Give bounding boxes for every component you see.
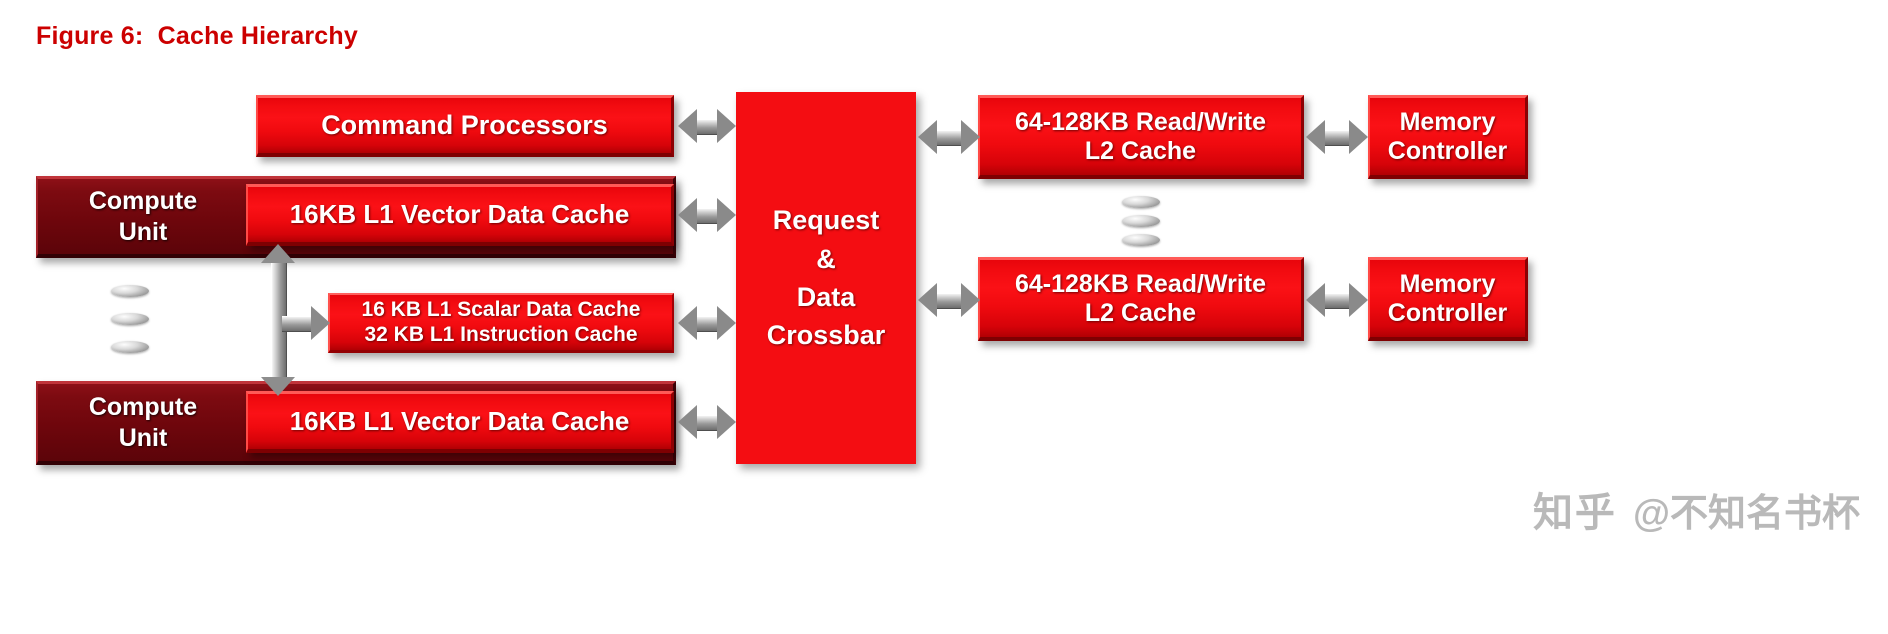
- connector-crossbar-to-l2-top: [918, 120, 980, 154]
- connector-l2-top-to-memory-controller-top: [1306, 120, 1368, 154]
- arrow-shaft: [931, 130, 967, 146]
- arrow-head-left: [918, 283, 937, 317]
- arrow-head-right: [717, 198, 736, 232]
- connector-l1-vector-top-to-crossbar: [678, 198, 736, 232]
- watermark-handle: @不知名书杯: [1632, 492, 1860, 535]
- figure-title: Figure 6: Cache Hierarchy: [36, 22, 358, 50]
- l2-cache-top-line2: L2 Cache: [1084, 136, 1197, 165]
- compute-unit-bottom-label: Compute Unit: [38, 384, 248, 461]
- l1-vector-cache-top-label: 16KB L1 Vector Data Cache: [289, 199, 630, 230]
- compute-unit-top-label-line2: Unit: [118, 217, 168, 246]
- memory-controller-bottom-line2: Controller: [1387, 298, 1508, 327]
- connector-shared-l1-to-crossbar: [678, 306, 736, 340]
- arrow-head-left: [1306, 120, 1325, 154]
- arrow-head-left: [678, 405, 697, 439]
- l2-cache-top-line1: 64-128KB Read/Write: [1014, 107, 1267, 136]
- node-request-data-crossbar[interactable]: Request & Data Crossbar: [736, 92, 916, 464]
- node-l1-vector-cache-bottom[interactable]: 16KB L1 Vector Data Cache: [246, 391, 674, 453]
- arrow-head-left: [678, 306, 697, 340]
- memory-controller-top-line2: Controller: [1387, 136, 1508, 165]
- crossbar-label-line4: Crossbar: [766, 320, 886, 351]
- zhihu-logo: 知乎: [1532, 491, 1617, 535]
- arrow-head-down: [261, 377, 295, 396]
- memory-controller-bottom-line1: Memory: [1399, 269, 1496, 298]
- compute-unit-ellipsis-icon: [110, 285, 150, 353]
- shared-l1-instruction-label: 32 KB L1 Instruction Cache: [364, 322, 638, 346]
- compute-unit-top-label-line1: Compute: [88, 186, 198, 215]
- arrow-head-right: [311, 306, 330, 340]
- node-l2-cache-bottom[interactable]: 64-128KB Read/Write L2 Cache: [978, 257, 1304, 341]
- compute-unit-bottom-label-line1: Compute: [88, 392, 198, 421]
- memory-controller-top-line1: Memory: [1399, 107, 1496, 136]
- command-processors-label: Command Processors: [321, 109, 608, 140]
- arrow-head-right: [961, 283, 980, 317]
- l2-cache-ellipsis-icon: [1121, 196, 1161, 246]
- shared-l1-scalar-label: 16 KB L1 Scalar Data Cache: [361, 298, 641, 322]
- arrow-head-right: [717, 405, 736, 439]
- l1-vector-cache-bottom-label: 16KB L1 Vector Data Cache: [289, 406, 630, 437]
- arrow-shaft: [931, 293, 967, 309]
- arrow-head-right: [717, 306, 736, 340]
- connector-l1-vector-bottom-to-crossbar: [678, 405, 736, 439]
- compute-unit-top-label: Compute Unit: [38, 179, 248, 254]
- watermark: 知乎 @不知名书杯: [1533, 480, 1860, 538]
- arrow-head-left: [918, 120, 937, 154]
- crossbar-label-line1: Request: [772, 205, 880, 236]
- l2-cache-bottom-line1: 64-128KB Read/Write: [1014, 269, 1267, 298]
- arrow-head-right: [717, 109, 736, 143]
- connector-crossbar-to-l2-bottom: [918, 283, 980, 317]
- crossbar-label-line2: &: [816, 243, 836, 274]
- arrow-head-up: [261, 244, 295, 263]
- arrow-shaft: [691, 415, 723, 431]
- arrow-head-left: [678, 198, 697, 232]
- crossbar-label-line3: Data: [796, 282, 856, 312]
- node-memory-controller-top[interactable]: Memory Controller: [1368, 95, 1528, 179]
- arrow-shaft: [282, 316, 317, 332]
- node-memory-controller-bottom[interactable]: Memory Controller: [1368, 257, 1528, 341]
- connector-branch-to-shared-l1: [282, 306, 330, 340]
- arrow-head-right: [1349, 120, 1368, 154]
- arrow-shaft: [1319, 130, 1355, 146]
- arrow-head-left: [678, 109, 697, 143]
- arrow-head-right: [1349, 283, 1368, 317]
- node-command-processors[interactable]: Command Processors: [256, 95, 674, 157]
- l2-cache-bottom-line2: L2 Cache: [1084, 298, 1197, 327]
- arrow-shaft: [691, 316, 723, 332]
- arrow-shaft: [691, 119, 723, 135]
- arrow-shaft: [691, 208, 723, 224]
- arrow-shaft: [1319, 293, 1355, 309]
- node-l1-vector-cache-top[interactable]: 16KB L1 Vector Data Cache: [246, 184, 674, 246]
- arrow-head-right: [961, 120, 980, 154]
- arrow-head-left: [1306, 283, 1325, 317]
- compute-unit-bottom-label-line2: Unit: [118, 423, 168, 452]
- connector-cp-to-crossbar: [678, 109, 736, 143]
- connector-l2-bottom-to-memory-controller-bottom: [1306, 283, 1368, 317]
- node-shared-l1-caches[interactable]: 16 KB L1 Scalar Data Cache 32 KB L1 Inst…: [328, 293, 674, 353]
- node-l2-cache-top[interactable]: 64-128KB Read/Write L2 Cache: [978, 95, 1304, 179]
